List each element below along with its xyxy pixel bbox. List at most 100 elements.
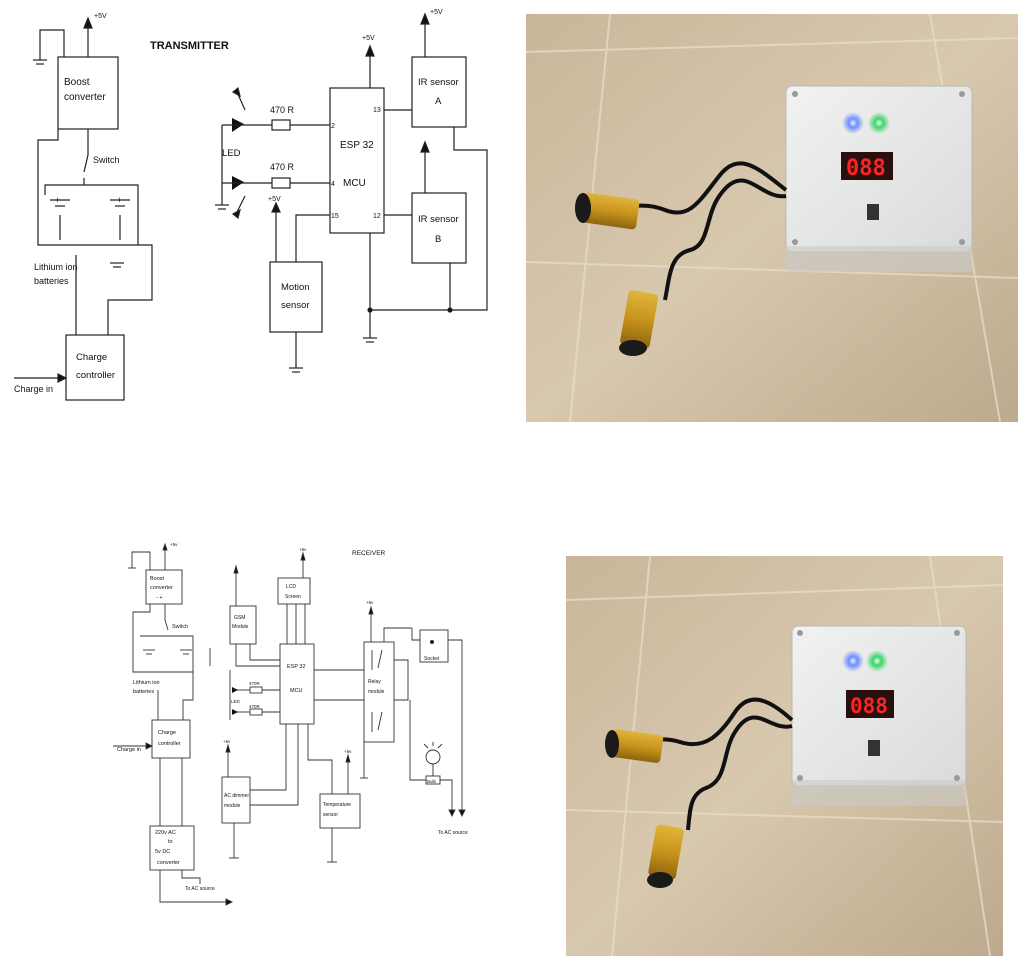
rx-bulb-icon — [425, 749, 441, 765]
tx-photo-switch — [867, 204, 879, 220]
rx-esp32-label-2: MCU — [290, 688, 303, 694]
tx-charge-in-label: Charge in — [14, 384, 53, 394]
photo-bottom: 088 — [565, 555, 1004, 956]
tx-pin-15: 15 — [331, 213, 339, 220]
rx-charge-in-label: Charge in — [117, 747, 141, 753]
rx-bulb-label: Bulb — [427, 779, 437, 784]
rx-temperature-label-2: sensor — [323, 812, 338, 818]
rx-resistor-1 — [249, 686, 263, 694]
tx-plus5v-top: +5V — [94, 13, 107, 20]
tx-photo-ir-sensor-1 — [575, 192, 640, 230]
rx-socket-box — [419, 629, 449, 663]
tx-resistor-1 — [271, 119, 291, 131]
svg-text:+: + — [55, 195, 60, 205]
tx-ir-a-label-2: A — [435, 96, 442, 107]
rx-gsm-label-1: GSM — [234, 615, 245, 621]
rx-boost-pins: - + — [156, 595, 163, 601]
rx-gsm-label-2: Module — [232, 624, 249, 630]
rx-led-label: LED — [231, 699, 241, 704]
rx-batteries-label-1: Lithium ion — [133, 680, 160, 686]
rx-photo-blue-led — [842, 650, 864, 672]
rx-charge-controller-box — [151, 719, 191, 759]
rx-boost-label-2: converter — [150, 585, 173, 591]
rx-resistor-1-label: 470R — [249, 681, 261, 686]
tx-boost-label-2: converter — [64, 92, 106, 103]
rx-ac-dimmer-label-2: module — [224, 803, 241, 809]
photo-top: 088 — [525, 13, 1018, 423]
tx-esp32-label-1: ESP 32 — [340, 140, 374, 151]
rx-photo-ir-sensor-1 — [605, 729, 664, 763]
rx-lcd-screen-box — [277, 577, 311, 605]
tx-charge-controller-box — [65, 334, 125, 401]
tx-resistor-2-label: 470 R — [270, 162, 295, 172]
rx-socket-label: Socket — [424, 656, 440, 662]
tx-charge-controller-label-1: Charge — [76, 352, 107, 363]
receiver-title: RECEIVER — [352, 550, 386, 557]
tx-resistor-1-label: 470 R — [270, 105, 295, 115]
tx-ir-sensor-a-box — [411, 56, 467, 128]
rx-converter-label-3: 5v DC — [155, 849, 170, 855]
rx-esp32-label-1: ESP 32 — [287, 664, 306, 670]
svg-text:+5V: +5V — [268, 196, 281, 203]
rx-converter-label-1: 220v AC — [155, 830, 176, 836]
svg-text:+5v: +5v — [366, 600, 374, 605]
tx-pin-4: 4 — [331, 181, 335, 188]
svg-text:+5v: +5v — [223, 739, 231, 744]
tx-boost-label-1: Boost — [64, 77, 90, 88]
rx-converter-label-2: to — [168, 839, 173, 845]
rx-photo-switch — [868, 740, 880, 756]
tx-esp32-label-2: MCU — [343, 178, 366, 189]
rx-photo-display-readout: 088 — [850, 694, 888, 718]
rx-charge-controller-label-1: Charge — [158, 730, 176, 736]
rx-photo-ir-sensor-2 — [647, 824, 684, 888]
rx-boost-label-1: Boost — [150, 576, 165, 582]
tx-motion-sensor-box — [269, 261, 323, 333]
svg-text:+5v: +5v — [344, 749, 352, 754]
rx-to-ac-source-2: To AC source — [438, 830, 468, 836]
transmitter-diagram: TRANSMITTER Boost converter +5V Switch +… — [14, 9, 488, 401]
rx-switch-label: Switch — [172, 624, 188, 630]
rx-photo-green-led — [866, 650, 888, 672]
tx-resistor-2 — [271, 177, 291, 189]
rx-relay-module-box — [363, 641, 395, 743]
rx-ac-dimmer-label-1: AC dimmer — [224, 793, 249, 799]
tx-photo-ir-sensor-2 — [619, 290, 659, 356]
tx-batteries-label-2: batteries — [34, 276, 69, 286]
rx-temperature-sensor-box — [319, 793, 361, 829]
tx-led-label: LED — [222, 148, 241, 159]
tx-ir-sensor-b-box — [411, 192, 467, 264]
rx-ac-dimmer-box — [221, 776, 251, 824]
rx-relay-label-2: module — [368, 689, 385, 695]
tx-ir-a-label-1: IR sensor — [418, 77, 459, 88]
tx-ir-b-label-1: IR sensor — [418, 214, 459, 225]
rx-charge-controller-label-2: controller — [158, 741, 181, 747]
tx-esp32-box — [329, 87, 385, 234]
rx-relay-label-1: Relay — [368, 679, 381, 685]
tx-switch-label: Switch — [93, 155, 120, 165]
rx-converter-box — [149, 825, 195, 871]
transmitter-title: TRANSMITTER — [150, 40, 229, 52]
svg-text:+5v: +5v — [299, 547, 307, 552]
receiver-diagram: RECEIVER Boost converter - + +5v Switch … — [113, 542, 468, 906]
svg-text:+5V: +5V — [362, 35, 375, 42]
rx-boost-converter-box — [145, 569, 183, 605]
rx-lcd-label-2: Screen — [285, 594, 301, 600]
tx-photo-green-led — [868, 112, 890, 134]
tx-photo-display-readout: 088 — [846, 156, 886, 181]
tx-motion-sensor-label-2: sensor — [281, 300, 310, 311]
rx-resistor-2 — [249, 708, 263, 716]
rx-batteries-label-2: batteries — [133, 689, 154, 695]
tx-motion-sensor-label-1: Motion — [281, 282, 310, 293]
tx-pin-13: 13 — [373, 107, 381, 114]
tx-charge-controller-label-2: controller — [76, 370, 115, 381]
rx-temperature-label-1: Temperature — [323, 802, 351, 808]
tx-pin-2: 2 — [331, 123, 335, 130]
svg-text:+: + — [117, 195, 122, 205]
svg-text:+5V: +5V — [430, 9, 443, 16]
rx-gsm-module-box — [229, 605, 257, 645]
rx-plus5v-boost: +5v — [170, 542, 178, 547]
rx-lcd-label-1: LCD — [286, 584, 296, 590]
rx-esp32-box — [279, 643, 315, 725]
